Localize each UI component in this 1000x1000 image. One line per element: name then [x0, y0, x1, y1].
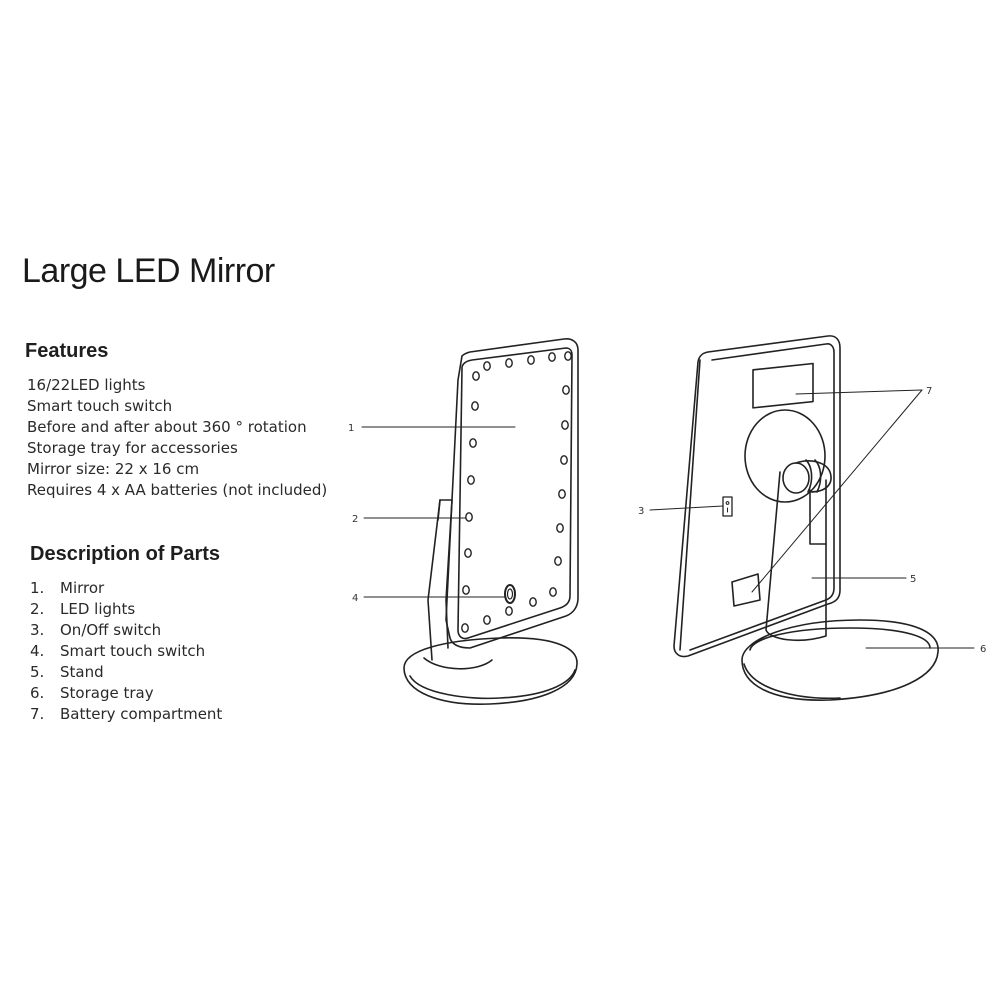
parts-list: 1. Mirror 2. LED lights 3. On/Off switch 4.…: [30, 578, 222, 725]
part-number: 3.: [30, 621, 45, 639]
led-light: [556, 523, 564, 533]
led-light: [527, 355, 535, 365]
back-view: 3 5 6 7: [638, 335, 986, 701]
led-light: [461, 623, 469, 633]
part-item: 6. Storage tray: [30, 683, 222, 704]
rotation-mount: [744, 409, 826, 503]
part-number: 2.: [30, 600, 45, 618]
part-number: 4.: [30, 642, 45, 660]
front-view: 1 2 4: [348, 338, 579, 705]
callout-1: 1: [348, 423, 354, 434]
part-item: 3. On/Off switch: [30, 620, 222, 641]
led-light: [505, 606, 513, 616]
feature-item: Mirror size: 22 x 16 cm: [27, 460, 200, 478]
part-label: LED lights: [60, 600, 136, 618]
feature-item: 16/22LED lights: [27, 376, 146, 394]
led-light: [562, 385, 570, 395]
led-lights: [461, 351, 572, 633]
part-item: 2. LED lights: [30, 599, 222, 620]
back-stand: [765, 471, 827, 642]
led-light: [483, 615, 491, 625]
callout-7: 7: [926, 386, 932, 397]
part-item: 5. Stand: [30, 662, 222, 683]
callout-6: 6: [980, 644, 986, 655]
led-light: [469, 438, 477, 448]
features-list: 16/22LED lights Smart touch switch Befor…: [27, 375, 327, 501]
led-light: [464, 548, 472, 558]
page-title: Large LED Mirror: [22, 252, 275, 290]
battery-compartment-bottom: [731, 573, 761, 607]
hinge-knob: [782, 462, 810, 494]
on-off-switch: [722, 496, 733, 517]
feature-item: Requires 4 x AA batteries (not included): [27, 481, 328, 499]
part-number: 5.: [30, 663, 45, 681]
part-item: 7. Battery compartment: [30, 704, 222, 725]
feature-item: Storage tray for accessories: [27, 439, 238, 457]
callout-2: 2: [352, 514, 358, 525]
feature-item: Before and after about 360 ° rotation: [27, 418, 307, 436]
callout-4: 4: [352, 593, 358, 604]
part-number: 6.: [30, 684, 45, 702]
callout-5: 5: [910, 574, 916, 585]
part-label: Smart touch switch: [60, 642, 206, 660]
led-light: [558, 489, 566, 499]
front-mirror-glass: [457, 347, 573, 640]
back-mirror-frame: [673, 335, 841, 658]
led-light: [483, 361, 491, 371]
front-storage-tray: [403, 637, 578, 705]
back-storage-tray: [741, 619, 939, 701]
led-light: [560, 455, 568, 465]
parts-heading: Description of Parts: [30, 543, 221, 565]
led-light: [564, 351, 572, 361]
led-light: [467, 475, 475, 485]
led-light: [462, 585, 470, 595]
features-heading: Features: [25, 340, 109, 362]
part-item: 1. Mirror: [30, 578, 222, 599]
battery-compartment-top: [752, 362, 814, 409]
callout-3: 3: [638, 506, 644, 517]
led-light: [549, 587, 557, 597]
part-number: 1.: [30, 579, 45, 597]
led-light: [505, 358, 513, 368]
part-item: 4. Smart touch switch: [30, 641, 222, 662]
led-light: [471, 401, 479, 411]
part-label: Battery compartment: [60, 705, 223, 723]
led-light: [529, 597, 537, 607]
smart-touch-switch: [504, 584, 516, 604]
led-light: [548, 352, 556, 362]
led-light: [554, 556, 562, 566]
front-mirror-frame: [445, 338, 579, 649]
led-light: [465, 512, 473, 522]
part-label: Mirror: [60, 579, 105, 597]
led-light: [561, 420, 569, 430]
part-label: Storage tray: [60, 684, 154, 702]
led-light: [472, 371, 480, 381]
part-number: 7.: [30, 705, 45, 723]
part-label: Stand: [60, 663, 104, 681]
feature-item: Smart touch switch: [27, 397, 173, 415]
part-label: On/Off switch: [60, 621, 162, 639]
